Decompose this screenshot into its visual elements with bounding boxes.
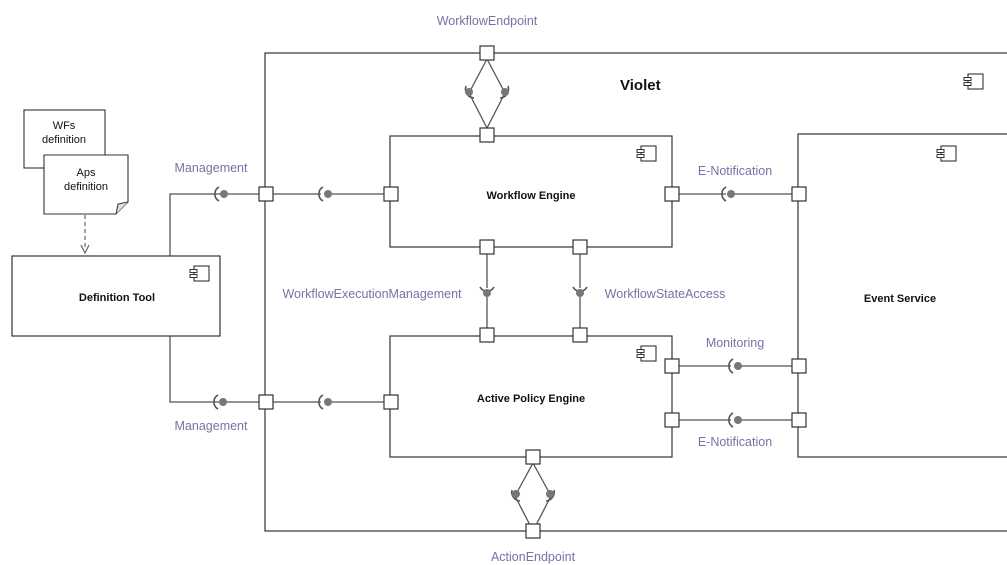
port-policy-engine-monitoring bbox=[664, 358, 680, 374]
port-event-service-top bbox=[791, 186, 807, 202]
aps-note-line1: Aps bbox=[77, 167, 96, 179]
port-workflow-endpoint-outer bbox=[479, 45, 495, 61]
port-policy-engine-notification bbox=[664, 412, 680, 428]
e-notification-bottom-label: E-Notification bbox=[698, 435, 772, 449]
port-workflow-engine-top bbox=[479, 127, 495, 143]
aps-definition-note: Aps definition bbox=[43, 154, 129, 215]
port-event-service-notification bbox=[791, 412, 807, 428]
event-service-title: Event Service bbox=[864, 293, 936, 305]
e-notification-bottom-connector bbox=[678, 412, 792, 428]
monitoring-label: Monitoring bbox=[706, 336, 764, 350]
aps-note-line2: definition bbox=[64, 181, 108, 193]
definition-tool-box bbox=[11, 255, 221, 337]
dependency-arrow bbox=[80, 215, 90, 255]
port-workflow-engine-bottom-left bbox=[479, 239, 495, 255]
port-event-service-monitoring bbox=[791, 358, 807, 374]
wfs-note-line1: WFs bbox=[53, 120, 76, 132]
port-workflow-engine-right bbox=[664, 186, 680, 202]
port-policy-engine-left bbox=[383, 394, 399, 410]
workflow-engine-box bbox=[389, 135, 673, 248]
management-top-connector bbox=[169, 186, 384, 256]
workflow-engine-title: Workflow Engine bbox=[486, 190, 575, 202]
workflow-endpoint-label: WorkflowEndpoint bbox=[437, 14, 538, 28]
e-notification-top-connector bbox=[678, 186, 792, 202]
workflow-execution-management-connector bbox=[479, 253, 495, 330]
port-action-endpoint-outer bbox=[525, 523, 541, 539]
port-workflow-engine-left bbox=[383, 186, 399, 202]
wfs-note-line2: definition bbox=[42, 134, 86, 146]
workflow-state-access-label: WorkflowStateAccess bbox=[605, 287, 726, 301]
workflow-endpoint-interface bbox=[464, 58, 510, 129]
port-violet-management-top bbox=[258, 186, 274, 202]
violet-title: Violet bbox=[620, 77, 661, 94]
action-endpoint-interface bbox=[510, 462, 556, 532]
action-endpoint-label: ActionEndpoint bbox=[491, 550, 576, 564]
port-policy-engine-top-left bbox=[479, 327, 495, 343]
management-top-label: Management bbox=[175, 161, 248, 175]
workflow-state-access-connector bbox=[572, 253, 588, 330]
active-policy-engine-box bbox=[389, 335, 673, 458]
port-policy-engine-top-right bbox=[572, 327, 588, 343]
ports bbox=[258, 45, 807, 539]
management-bottom-connector bbox=[169, 336, 384, 410]
definition-tool-title: Definition Tool bbox=[79, 292, 155, 304]
port-violet-management-bottom bbox=[258, 394, 274, 410]
e-notification-top-label: E-Notification bbox=[698, 164, 772, 178]
event-service-box bbox=[797, 133, 1007, 458]
workflow-execution-management-label: WorkflowExecutionManagement bbox=[282, 287, 462, 301]
port-workflow-engine-bottom-right bbox=[572, 239, 588, 255]
management-bottom-label: Management bbox=[175, 419, 248, 433]
monitoring-connector bbox=[678, 358, 792, 374]
active-policy-engine-title: Active Policy Engine bbox=[477, 393, 585, 405]
port-policy-engine-bottom bbox=[525, 449, 541, 465]
wfs-definition-note: WFs definition bbox=[23, 109, 106, 169]
